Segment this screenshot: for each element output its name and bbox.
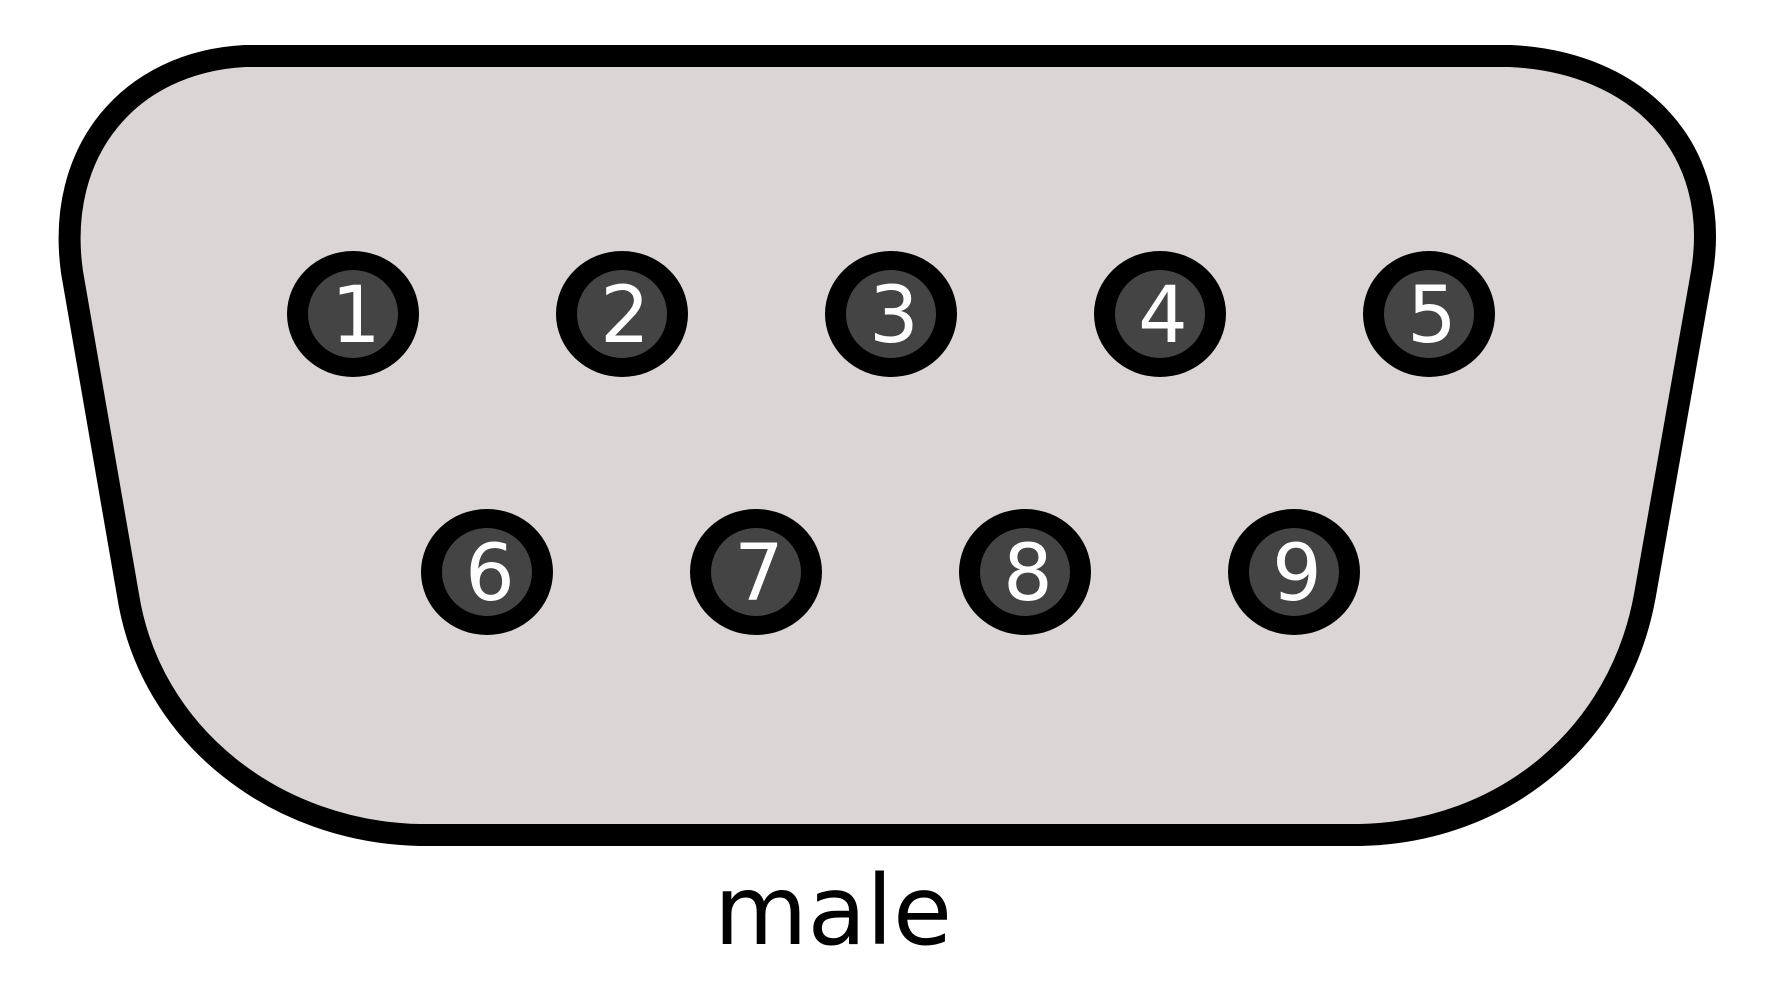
pin-label: 5: [1407, 271, 1457, 361]
pin-core: [308, 270, 398, 358]
pin-label: 2: [600, 271, 650, 361]
pin-core: [846, 270, 936, 358]
pin-label: 8: [1003, 529, 1053, 619]
pin-6: 6: [421, 509, 553, 635]
pin-label: 7: [734, 529, 784, 619]
pin-label: 6: [465, 529, 515, 619]
pin-core: [711, 528, 801, 616]
pin-core: [577, 270, 667, 358]
pin-core: [1115, 270, 1205, 358]
pin-4: 4: [1094, 251, 1226, 377]
pins-layer: 1 2 3 4 5 6 7 8 9: [287, 251, 1495, 635]
pin-core: [1384, 270, 1474, 358]
pin-label: 1: [331, 271, 381, 361]
connector-caption: male: [714, 855, 952, 967]
pin-7: 7: [690, 509, 822, 635]
pin-core: [1249, 528, 1339, 616]
pin-core: [980, 528, 1070, 616]
pin-label: 3: [869, 271, 919, 361]
pin-9: 9: [1228, 509, 1360, 635]
pin-2: 2: [556, 251, 688, 377]
pin-core: [442, 528, 532, 616]
pin-3: 3: [825, 251, 957, 377]
pin-5: 5: [1363, 251, 1495, 377]
pin-8: 8: [959, 509, 1091, 635]
connector-shell: [58, 45, 1716, 846]
pin-label: 9: [1272, 529, 1322, 619]
pin-1: 1: [287, 251, 419, 377]
pin-label: 4: [1138, 271, 1188, 361]
